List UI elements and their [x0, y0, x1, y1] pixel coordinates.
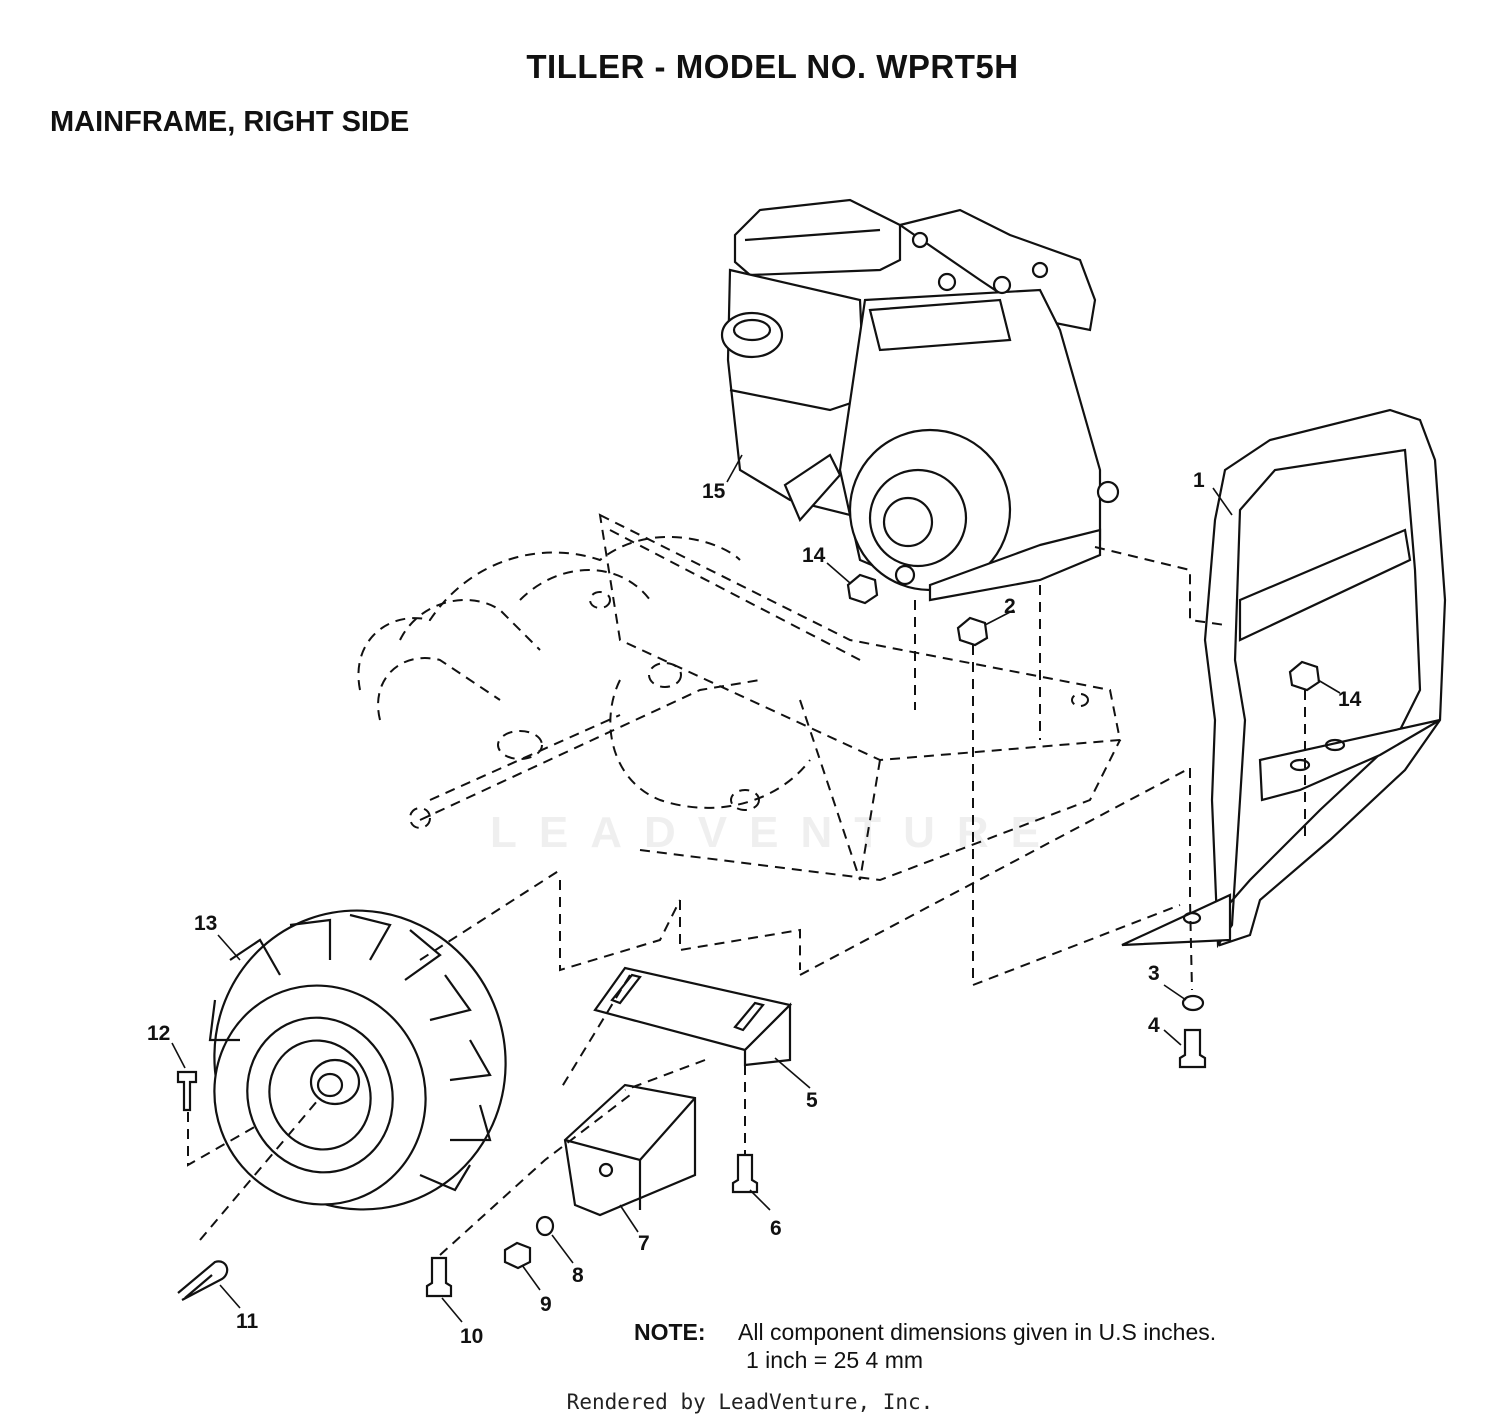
note-label: NOTE:	[634, 1319, 706, 1345]
callout-3: 3	[1148, 962, 1160, 985]
hitch-bracket	[593, 966, 793, 1067]
wheel-tire	[208, 909, 507, 1211]
weight-block	[563, 1083, 697, 1217]
render-credit: Rendered by LeadVenture, Inc.	[566, 1390, 934, 1414]
callout-12: 12	[147, 1022, 170, 1045]
hardware	[176, 573, 1321, 1301]
tine-assembly-outline	[357, 513, 1122, 972]
callout-5: 5	[806, 1089, 818, 1112]
callout-9: 9	[540, 1293, 552, 1316]
callout-13: 13	[194, 912, 217, 935]
watermark: LEADVENTURE	[490, 808, 1063, 857]
callout-8: 8	[572, 1264, 584, 1287]
callout-4: 4	[1148, 1014, 1160, 1037]
callout-1: 1	[1193, 469, 1205, 492]
dimension-note: NOTE: All component dimensions given in U…	[634, 1318, 1216, 1374]
front-bumper-frame	[1121, 408, 1447, 949]
callout-7: 7	[638, 1232, 650, 1255]
callout-2: 2	[1004, 595, 1016, 618]
callout-14-frame: 14	[1338, 688, 1362, 711]
diagram-subtitle: MAINFRAME, RIGHT SIDE	[50, 106, 410, 138]
callout-10: 10	[460, 1325, 483, 1348]
assembly-lines	[187, 546, 1306, 1256]
engine	[720, 198, 1120, 602]
callout-15: 15	[702, 480, 726, 503]
callout-14-engine: 14	[802, 544, 826, 567]
leader-lines	[171, 454, 1341, 1323]
note-line-2: 1 inch = 25 4 mm	[746, 1347, 924, 1373]
diagram-title: TILLER - MODEL NO. WPRT5H	[526, 48, 1019, 85]
note-line-1: All component dimensions given in U.S in…	[738, 1319, 1217, 1345]
callout-6: 6	[770, 1217, 782, 1240]
callout-11: 11	[236, 1310, 259, 1333]
callout-numbers: 1 2 3 4 5 6 7 8 9 10 11 12 13 14 14 15	[147, 469, 1362, 1348]
